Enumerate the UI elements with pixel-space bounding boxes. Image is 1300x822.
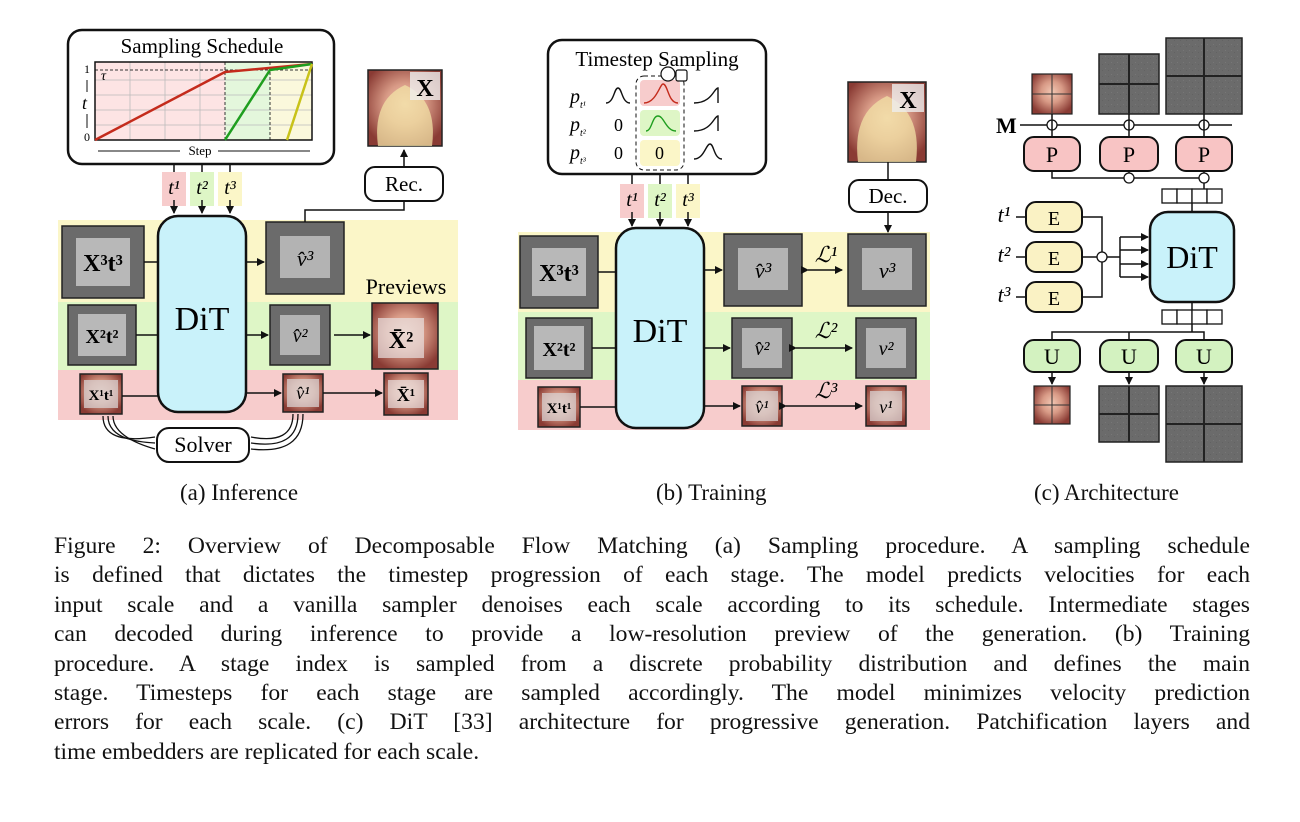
caption-line: Figure 2: Overview of Decomposable Flow …	[54, 533, 1250, 559]
subcaption-inference: (a) Inference	[180, 480, 299, 505]
dice-icon	[660, 66, 688, 82]
training-image-x-label: X	[899, 88, 917, 114]
caption-line: errors for each scale. (c) DiT [33] arch…	[54, 709, 1250, 736]
inference-input-2-label: X²t²	[85, 326, 118, 348]
inference-dit-label: DiT	[175, 301, 230, 338]
loss-3: ℒ³	[815, 378, 838, 403]
unpatchify-label-1: U	[1044, 344, 1060, 369]
inference-t2: t²	[196, 177, 209, 199]
training-target-1-label: v¹	[879, 397, 892, 417]
arch-t1: t¹	[998, 202, 1011, 227]
arch-t2: t²	[998, 242, 1011, 267]
inference-t3: t³	[224, 177, 237, 199]
inference-output-3-label: v̂³	[297, 246, 314, 271]
zero-2: 0	[614, 143, 623, 163]
time-embedder-label-1: E	[1048, 208, 1060, 230]
panel-training: Timestep Sampling pt¹ pt² pt³ 0 0 0 t¹ t…	[518, 38, 930, 430]
subcaption-training: (b) Training	[656, 480, 767, 505]
rec-label: Rec.	[385, 172, 423, 196]
unpatchify-label-3: U	[1196, 344, 1212, 369]
schedule-line-stage1	[94, 62, 313, 142]
caption-line: is defined that dictates the timestep pr…	[54, 562, 1250, 589]
training-dit-block	[614, 226, 706, 430]
zero-1: 0	[614, 115, 623, 135]
training-pred-3-label: v̂³	[755, 258, 772, 283]
token-sequence-bottom	[1161, 309, 1223, 325]
panel-architecture: M P P P DiT t¹ t² t³ E E E	[996, 37, 1243, 463]
mask-label: M	[996, 113, 1017, 138]
inference-t1: t¹	[168, 177, 180, 199]
subcaption-architecture: (c) Architecture	[1034, 480, 1179, 505]
patchify-label-2: P	[1123, 142, 1135, 167]
tau-label: τ	[101, 69, 107, 84]
tick-zero: 0	[84, 130, 90, 144]
panel-inference: Sampling Schedule τ 1 0 t Step t¹ t²	[58, 28, 458, 463]
arch-t3: t³	[998, 282, 1011, 307]
training-pred-1-label: v̂¹	[755, 397, 768, 417]
schedule-line-stage3	[285, 63, 314, 141]
p-label-2: pt²	[568, 114, 587, 139]
training-input-2-label: X²t²	[542, 339, 575, 361]
tick-one: 1	[84, 62, 90, 76]
axis-step: Step	[188, 143, 211, 158]
time-embedder-label-3: E	[1048, 288, 1060, 310]
p-label-3: pt³	[568, 142, 587, 167]
training-pred-2-label: v̂²	[755, 338, 771, 360]
patchify-label-1: P	[1046, 142, 1058, 167]
time-embedder-label-2: E	[1048, 248, 1060, 270]
unpatchify-label-2: U	[1121, 344, 1137, 369]
solver-label: Solver	[174, 432, 232, 457]
zero-3: 0	[655, 143, 664, 163]
preview-1-label: X̄¹	[397, 385, 415, 405]
previews-label: Previews	[366, 274, 447, 299]
training-t2: t²	[654, 189, 667, 211]
training-input-3-label: X³t³	[539, 261, 579, 287]
caption-line: procedure. A stage index is sampled from…	[54, 650, 1250, 677]
timestep-sampling-title: Timestep Sampling	[575, 47, 739, 71]
inference-input-3-label: X³t³	[83, 251, 123, 277]
training-target-3-label: v³	[879, 258, 896, 283]
training-t3: t³	[682, 189, 695, 211]
patchify-label-3: P	[1198, 142, 1210, 167]
axis-t: t	[82, 93, 88, 113]
training-t1: t¹	[626, 189, 638, 211]
caption-line: can decoded during inference to provide …	[54, 621, 1250, 648]
schedule-title: Sampling Schedule	[121, 34, 284, 58]
caption-line: time embedders are replicated for each s…	[54, 738, 480, 765]
inference-output-2-label: v̂²	[293, 325, 309, 347]
timestep-sampling-box	[546, 38, 768, 176]
figure: Sampling Schedule τ 1 0 t Step t¹ t²	[58, 28, 1243, 505]
sampled-stage-highlight	[635, 75, 685, 171]
figure-caption: Figure 2: Overview of Decomposable Flow …	[54, 532, 1250, 767]
preview-2-label: X̄²	[389, 328, 414, 354]
dec-label: Dec.	[868, 184, 907, 208]
caption-line: input scale and a vanilla sampler denois…	[54, 591, 1250, 618]
inference-dit-block	[156, 214, 248, 414]
p-label-1: pt¹	[568, 86, 586, 111]
caption-line: stage. Timesteps for each stage are samp…	[54, 680, 1250, 707]
training-target-2-label: v²	[879, 338, 895, 360]
inference-image-x-label: X	[416, 76, 434, 102]
inference-output-1-label: v̂¹	[296, 383, 309, 403]
token-sequence-top	[1161, 188, 1223, 204]
training-dit-label: DiT	[633, 313, 688, 350]
loss-1: ℒ¹	[815, 242, 837, 267]
loss-2: ℒ²	[815, 318, 838, 343]
solver-block	[156, 427, 250, 463]
schedule-line-stage2	[223, 62, 313, 141]
arch-dit-label: DiT	[1166, 239, 1218, 275]
training-input-1-label: X¹t¹	[547, 401, 572, 417]
inference-input-1-label: X¹t¹	[89, 388, 114, 404]
